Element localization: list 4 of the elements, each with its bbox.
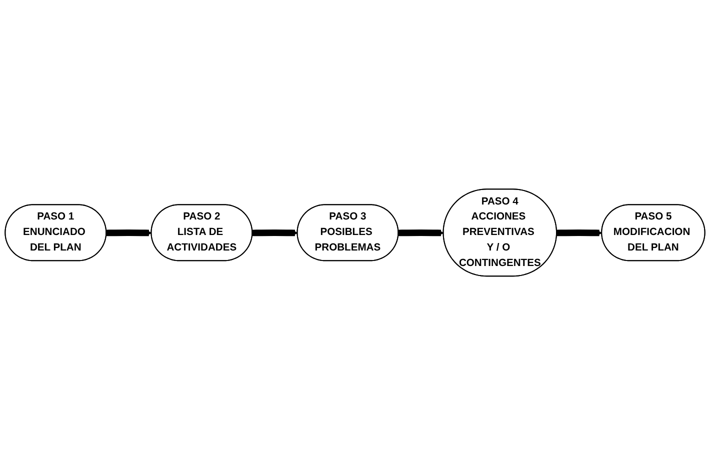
arrow [556, 230, 602, 237]
arrow [106, 230, 152, 237]
arrow [398, 230, 444, 237]
arrow [252, 230, 298, 237]
